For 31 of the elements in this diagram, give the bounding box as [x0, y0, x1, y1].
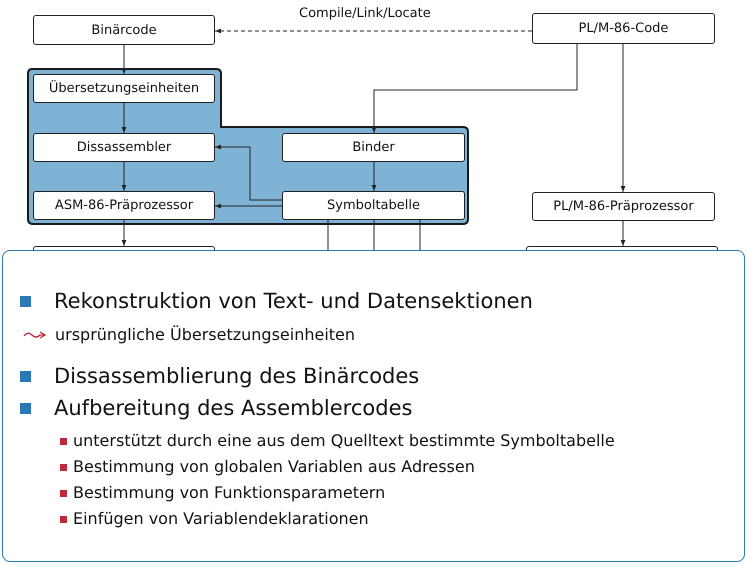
arrow [122, 44, 126, 74]
list-item: Rekonstruktion von Text- und Datensektionen [54, 288, 533, 314]
list-item: Aufbereitung des Assemblercodes [54, 395, 412, 421]
process-box: Symboltabelle [282, 191, 465, 220]
arrow [372, 162, 376, 192]
arrow [372, 44, 578, 134]
arrow [214, 144, 282, 200]
list-item: Bestimmung von Funktionsparametern [73, 483, 386, 503]
arrow [122, 102, 126, 134]
arrow [214, 204, 282, 208]
arrow [214, 28, 532, 34]
process-box: ASM-86-Präprozessor [33, 191, 215, 220]
process-box: Binder [282, 133, 465, 162]
list-item: ursprüngliche Übersetzungseinheiten [55, 325, 356, 345]
process-box [33, 246, 215, 250]
list-item: Einfügen von Variablendeklarationen [73, 509, 369, 529]
arrow [620, 44, 626, 192]
process-box: Dissassembler [33, 133, 215, 162]
process-box: Übersetzungseinheiten [33, 74, 215, 103]
process-box: PL/M-86-Präprozessor [532, 192, 715, 221]
process-box: Binärcode [33, 15, 215, 45]
list-item: Bestimmung von globalen Variablen aus Adressen [73, 457, 475, 477]
list-item: unterstützt durch eine aus dem Quelltext bestimmte Symboltabelle [73, 431, 615, 451]
list-item: Dissassemblierung des Binärcodes [54, 363, 420, 389]
process-box: PL/M-86-Code [532, 13, 715, 44]
edge-label: Compile/Link/Locate [297, 6, 433, 21]
process-box [526, 246, 718, 250]
arrow [620, 220, 626, 246]
group-panel [27, 68, 469, 225]
arrow [122, 220, 126, 246]
arrow [122, 162, 126, 192]
